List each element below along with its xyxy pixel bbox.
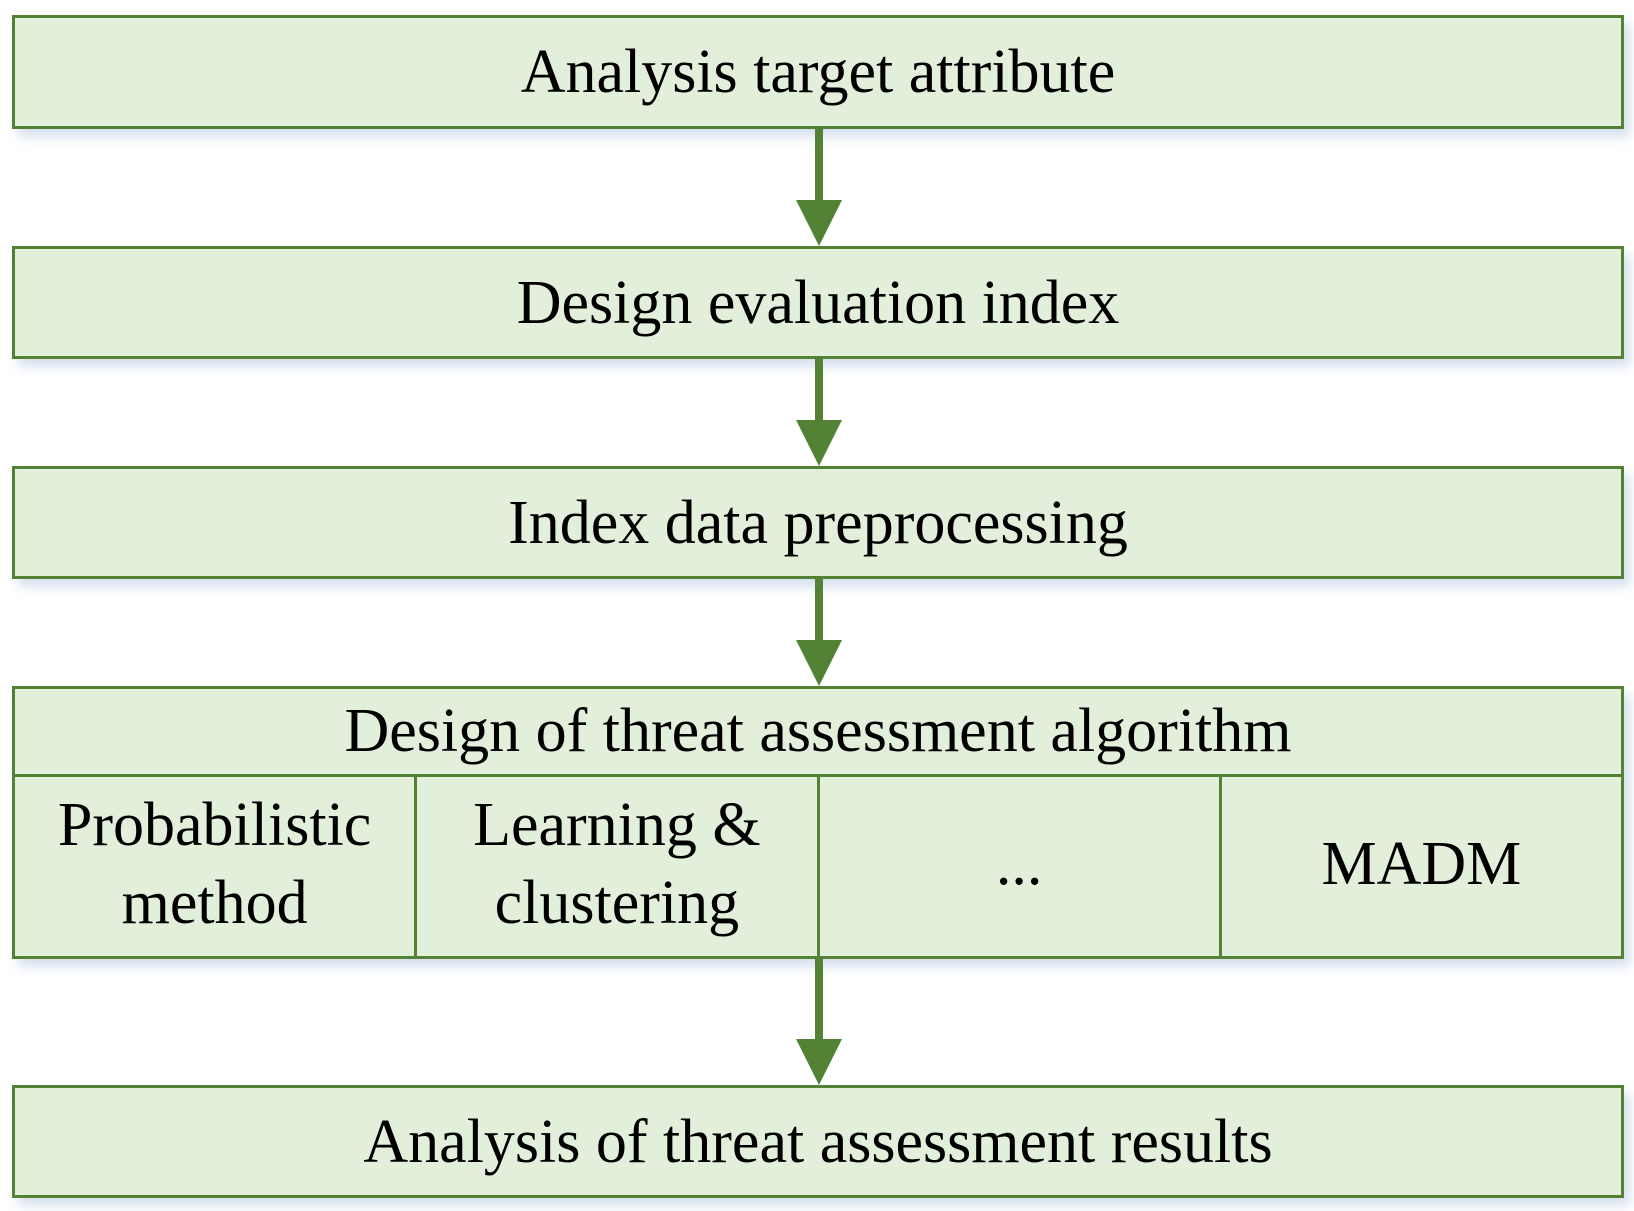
arrow-shaft xyxy=(815,959,823,1043)
flow-arrow-3 xyxy=(796,579,842,686)
step-label: Design evaluation index xyxy=(516,268,1120,337)
method-label-line2: clustering xyxy=(494,868,740,937)
algorithm-design-block: Design of threat assessment algorithm Pr… xyxy=(12,686,1624,959)
method-label-line1: MADM xyxy=(1321,829,1522,898)
algorithm-methods-row: Probabilistic method Learning & clusteri… xyxy=(15,777,1621,956)
arrow-head-icon xyxy=(796,640,842,686)
arrow-head-icon xyxy=(796,200,842,246)
arrow-shaft xyxy=(815,129,823,204)
flow-arrow-1 xyxy=(796,129,842,246)
flow-arrow-2 xyxy=(796,359,842,466)
step-index-data-preprocessing: Index data preprocessing xyxy=(12,466,1624,579)
method-label-line2: method xyxy=(121,868,308,937)
method-cell-probabilistic: Probabilistic method xyxy=(15,777,418,956)
arrow-shaft xyxy=(815,579,823,644)
step-label: Analysis target attribute xyxy=(520,38,1116,106)
arrow-head-icon xyxy=(796,420,842,466)
step-label: Analysis of threat assessment results xyxy=(363,1107,1273,1176)
method-label-line1: Learning & xyxy=(473,790,761,859)
method-label-line1: ... xyxy=(995,829,1043,898)
method-cell-ellipsis: ... xyxy=(820,777,1222,956)
step-design-evaluation-index: Design evaluation index xyxy=(12,246,1624,359)
method-cell-learning-clustering: Learning & clustering xyxy=(417,777,820,956)
step-analysis-of-results: Analysis of threat assessment results xyxy=(12,1085,1624,1198)
arrow-shaft xyxy=(815,359,823,424)
method-cell-madm: MADM xyxy=(1222,777,1621,956)
flow-arrow-4 xyxy=(796,959,842,1085)
step-analysis-target-attribute: Analysis target attribute xyxy=(12,15,1624,129)
arrow-head-icon xyxy=(796,1039,842,1085)
method-label-line1: Probabilistic xyxy=(57,790,372,859)
algorithm-block-title: Design of threat assessment algorithm xyxy=(15,689,1621,777)
step-label: Index data preprocessing xyxy=(508,488,1128,557)
